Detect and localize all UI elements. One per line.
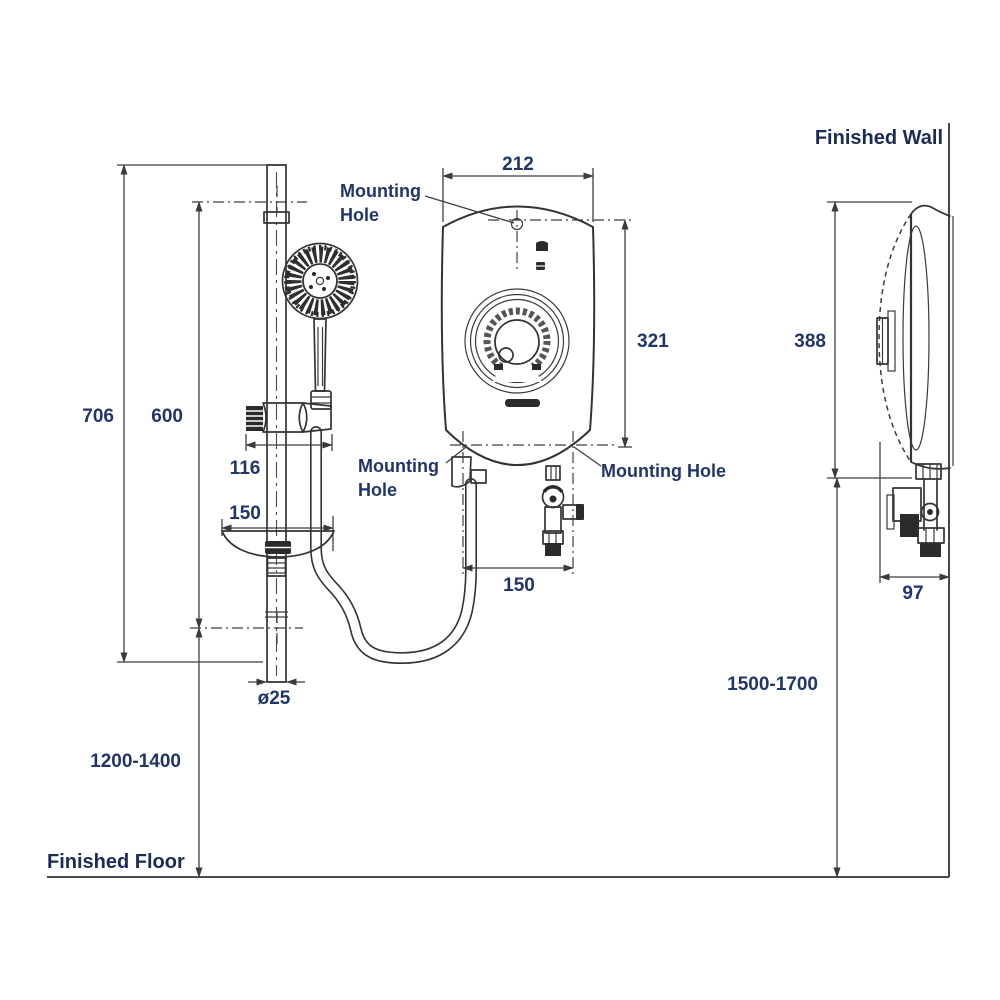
valve-side-outlet [562,504,578,520]
heater-side-view [876,204,954,470]
dim-hole-spacing-label: 150 [503,575,535,596]
heater-body-outline [440,205,596,466]
mounting-hole-top-label-line2: Hole [340,205,379,225]
hose-outlet-fitting [470,469,487,484]
leader-top-mounting-hole [424,195,515,224]
inlet-valve-side [886,463,945,557]
mounting-hole-bl-label-line2: Hole [358,480,397,500]
side-valve-fitting [915,463,942,480]
dim-unit-height-label: 321 [637,331,669,352]
side-knob-base [887,310,896,372]
dim-bracket-spacing-label: 600 [151,406,183,427]
leader-lines [424,195,602,467]
dial-knob [494,319,540,365]
dim-unit-width-label: 212 [502,154,534,175]
unit-bottom-edge [910,461,951,470]
valve-stem [545,465,561,481]
slide-rail [263,164,290,683]
dim-rail-length-label: 706 [82,406,114,427]
handle-collar [310,390,332,410]
hose-body [311,427,476,663]
handle [313,318,327,392]
spray-hole [326,276,330,280]
spray-head-hub [302,263,338,299]
finished-floor-label: Finished Floor [47,851,185,873]
dim-unit-height-range-label: 1500-1700 [727,674,818,695]
leader-bottom-left-hole [445,446,467,464]
heat-indicator-icon [536,241,548,251]
text-labels: Finished Wall Finished Floor Mounting Ho… [47,127,943,873]
unit-face-lens [902,225,930,451]
dim-depth-label: 97 [902,583,923,604]
slider-knurled-knob [246,406,263,431]
side-valve-inlet-dark [920,543,941,557]
heater-front-view [440,205,596,488]
handset-holder [302,402,332,433]
side-valve-dark-block [900,514,919,537]
side-valve-plate [886,494,895,530]
side-valve-ball [920,502,940,522]
spray-head-face [285,246,355,316]
dial-scale-end-right [532,364,541,370]
dial-knob-pointer [498,347,514,363]
slider-clamp [246,402,332,433]
valve-body [544,506,562,534]
spray-hole [309,285,313,289]
mounting-hole-bl-label-line1: Mounting [358,456,439,476]
unit-bulge-contour [878,213,912,463]
valve-inlet-dark [545,543,561,556]
spray-hole [312,272,316,276]
dish-connector [266,557,287,577]
dial-scale-end-left [494,364,503,370]
dial-bezel-mid [469,293,565,389]
side-valve-ball-dot [927,509,933,515]
spray-head-center [315,276,325,286]
mounting-hole-top-label-line1: Mounting [340,181,421,201]
leader-bottom-right-hole [573,446,602,467]
shower-hose [310,426,477,665]
valve-ball-dot [549,495,557,503]
mounting-hole-br-label: Mounting Hole [601,461,726,481]
side-valve-nut [917,527,945,544]
brand-logo-mark [505,399,540,407]
hand-shower [281,242,359,410]
unit-top-edge [910,204,951,217]
dim-dish-width-label: 150 [229,503,261,524]
spray-hole [322,287,326,291]
dial-bezel-outer [464,288,570,394]
valve-ball-shade [542,485,564,494]
dial-scale-ring [483,307,551,375]
dial-bezel-inner [474,298,560,384]
centerlines [190,186,632,647]
finished-wall-label: Finished Wall [815,127,943,149]
inlet-valve-front [541,465,584,556]
dish-underside [221,530,335,558]
dim-side-height-label: 388 [794,331,826,352]
dial-scale-gap [492,341,542,382]
dim-rail-height-range-label: 1200-1400 [90,751,181,772]
dimensions: 212 321 388 97 706 600 116 150 150 [82,154,950,878]
clamp-body [262,402,304,433]
outlet-cover [451,456,472,488]
dim-slider-width-label: 116 [230,458,261,479]
valve-side-cap [576,504,584,520]
dim-rail-diameter-label: ø25 [258,688,291,709]
